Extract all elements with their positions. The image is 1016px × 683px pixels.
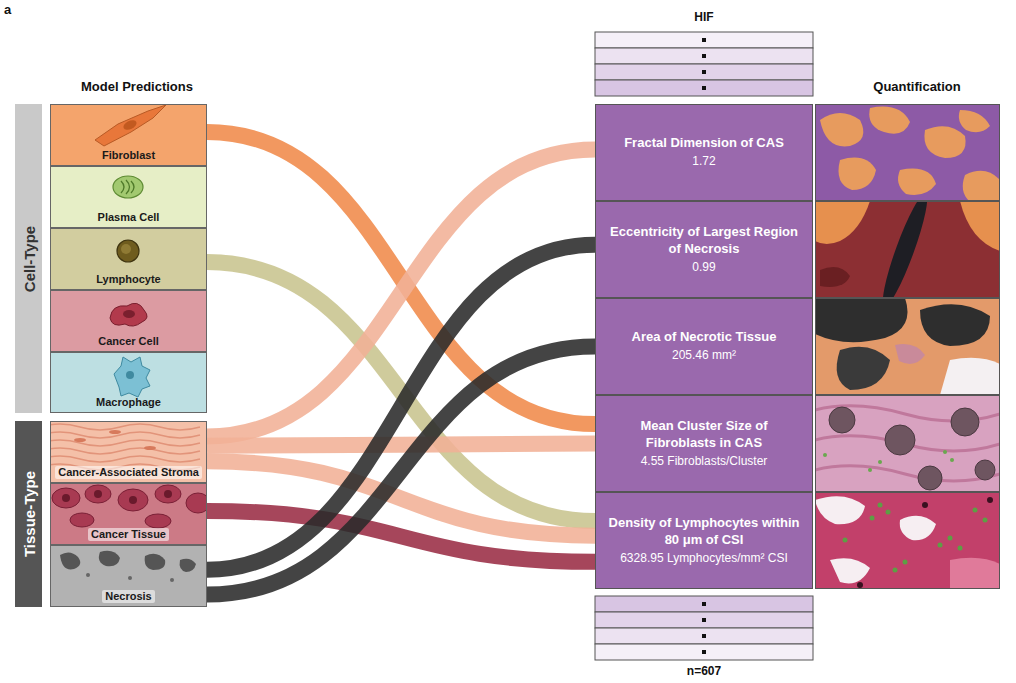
column-heading: Model Predictions bbox=[81, 79, 193, 94]
plasma-fill bbox=[50, 166, 207, 228]
feature-value: 6328.95 Lymphocytes/mm² CSI bbox=[620, 551, 788, 567]
feature-name: Mean Cluster Size of Fibroblasts in CAS bbox=[604, 418, 804, 452]
cancer-tissue-texture bbox=[50, 483, 207, 545]
fibroblast-icon bbox=[95, 105, 166, 146]
feature-value: 1.72 bbox=[692, 154, 715, 170]
class-label: Cancer Cell bbox=[98, 335, 159, 348]
necrosis-eccentricity-image bbox=[815, 201, 1000, 298]
tissue-type-box: Cancer-Associated Stroma bbox=[50, 421, 207, 483]
cell-type-band: Cell-Type bbox=[15, 104, 42, 413]
cancer-cell-fill bbox=[50, 290, 207, 352]
feature-name: Area of Necrotic Tissue bbox=[632, 329, 777, 346]
class-label: Fibroblast bbox=[102, 149, 155, 162]
lymphocyte-density-image bbox=[815, 492, 1000, 589]
count-note: n=607 bbox=[687, 664, 721, 678]
cell-type-box: Macrophage bbox=[50, 352, 207, 413]
band-label: Cell-Type bbox=[20, 225, 37, 291]
feature-value: 0.99 bbox=[692, 260, 715, 276]
column-heading: Quantification bbox=[873, 79, 960, 94]
feature-box: Eccentricity of Largest Region of Necros… bbox=[595, 201, 813, 298]
tissue-type-band: Tissue-Type bbox=[15, 421, 42, 607]
feature-box: Density of Lymphocytes within 80 μm of C… bbox=[595, 492, 813, 589]
feature-name: Eccentricity of Largest Region of Necros… bbox=[604, 224, 804, 258]
fractal-image bbox=[815, 104, 1000, 201]
cancer-cell-icon bbox=[110, 303, 147, 326]
band-label: Tissue-Type bbox=[20, 471, 37, 557]
macrophage-fill bbox=[50, 352, 207, 413]
plasma-cell-icon bbox=[113, 176, 143, 198]
fibroblast-cluster-image bbox=[815, 395, 1000, 492]
sankey-band bbox=[207, 444, 595, 446]
class-label: Plasma Cell bbox=[98, 211, 160, 224]
tissue-type-box: Cancer Tissue bbox=[50, 483, 207, 545]
cell-type-box: Fibroblast bbox=[50, 104, 207, 166]
feature-box: Mean Cluster Size of Fibroblasts in CAS 4… bbox=[595, 395, 813, 492]
lymphocyte-fill bbox=[50, 228, 207, 290]
fibroblast-fill bbox=[50, 104, 207, 166]
feature-value: 205.46 mm² bbox=[672, 348, 736, 364]
cell-type-box: Cancer Cell bbox=[50, 290, 207, 352]
feature-value: 4.55 Fibroblasts/Cluster bbox=[641, 454, 768, 470]
panel-letter: a bbox=[4, 2, 11, 17]
more-features-stack bbox=[595, 32, 813, 660]
macrophage-icon bbox=[114, 357, 150, 397]
feature-box: Fractal Dimension of CAS 1.72 bbox=[595, 104, 813, 201]
necrosis-texture bbox=[50, 545, 207, 607]
class-label: Macrophage bbox=[96, 396, 161, 409]
tissue-type-box: Necrosis bbox=[50, 545, 207, 607]
column-heading: HIF bbox=[694, 10, 713, 24]
image-frames bbox=[816, 105, 1000, 589]
stroma-texture bbox=[50, 421, 207, 483]
class-label: Lymphocyte bbox=[96, 273, 160, 286]
class-label: Cancer Tissue bbox=[88, 528, 169, 541]
lymphocyte-icon bbox=[117, 240, 139, 262]
necrotic-area-image bbox=[815, 298, 1000, 395]
cell-type-box: Plasma Cell bbox=[50, 166, 207, 228]
feature-name: Density of Lymphocytes within 80 μm of C… bbox=[604, 515, 804, 549]
class-label: Necrosis bbox=[102, 590, 154, 603]
class-label: Cancer-Associated Stroma bbox=[55, 466, 202, 479]
cell-type-box: Lymphocyte bbox=[50, 228, 207, 290]
feature-box: Area of Necrotic Tissue 205.46 mm² bbox=[595, 298, 813, 395]
sankey-band bbox=[207, 245, 595, 570]
sankey-band bbox=[207, 347, 595, 595]
feature-name: Fractal Dimension of CAS bbox=[624, 135, 784, 152]
